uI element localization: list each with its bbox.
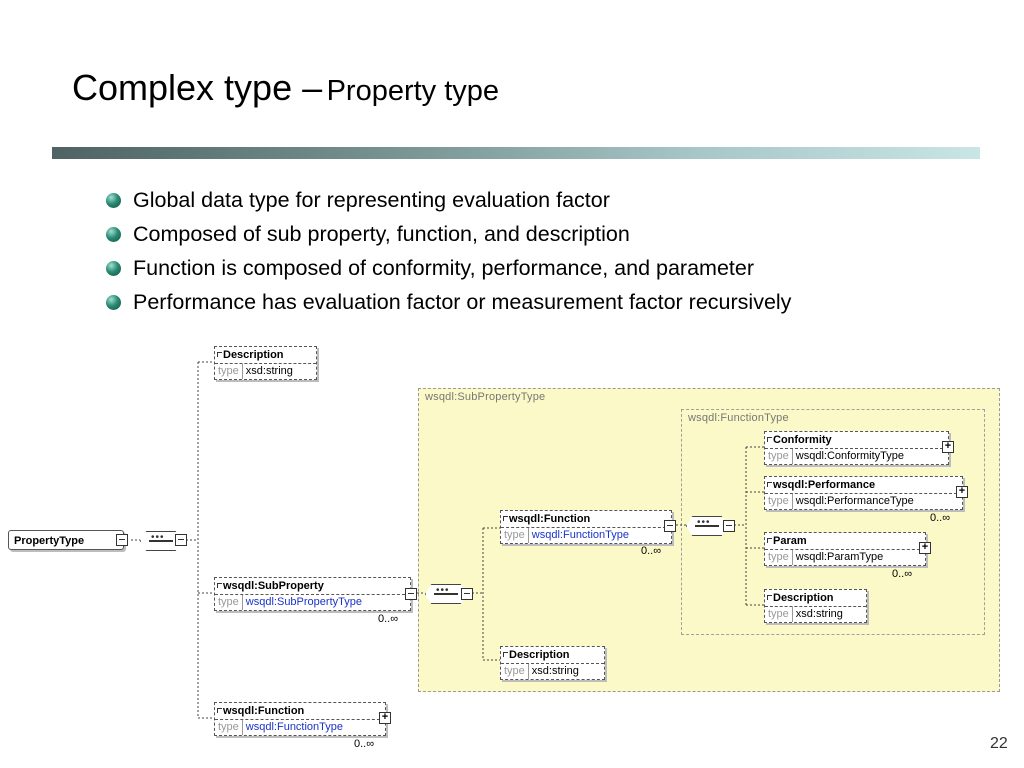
type-value: wsqdl:ParamType: [795, 551, 884, 563]
type-key: type: [501, 664, 529, 679]
region-label: wsqdl:FunctionType: [688, 412, 789, 424]
type-key: type: [215, 595, 243, 610]
page-number: 22: [990, 735, 1008, 752]
title-main: Complex type –: [72, 67, 323, 108]
element-name: Param: [765, 533, 925, 549]
bullet-list: Global data type for representing evalua…: [104, 183, 791, 319]
expand-icon[interactable]: +: [919, 542, 931, 554]
bullet-item: Performance has evaluation factor or mea…: [104, 285, 791, 319]
bullet-item: Composed of sub property, function, and …: [104, 217, 791, 251]
element-name: wsqdl:Function: [501, 511, 671, 527]
element-name: Description: [501, 647, 604, 663]
bullet-sphere-icon: [106, 261, 121, 276]
element-name: wsqdl:Function: [215, 703, 385, 719]
cardinality-label: 0..∞: [930, 512, 951, 524]
type-key: type: [765, 449, 793, 464]
cardinality-label: 0..∞: [378, 613, 399, 625]
bullet-item: Function is composed of conformity, perf…: [104, 251, 791, 285]
expand-icon[interactable]: +: [942, 441, 954, 453]
bullet-text: Function is composed of conformity, perf…: [133, 256, 755, 280]
collapse-icon[interactable]: [405, 588, 417, 600]
element-name: wsqdl:Performance: [765, 477, 962, 493]
bullet-sphere-icon: [106, 193, 121, 208]
type-key: type: [215, 364, 243, 379]
type-value: xsd:string: [245, 365, 293, 377]
type-key: type: [765, 607, 793, 622]
collapse-icon[interactable]: [461, 588, 473, 600]
type-value: xsd:string: [531, 665, 579, 677]
type-key: type: [765, 550, 793, 565]
type-value-link[interactable]: wsqdl:FunctionType: [245, 721, 344, 733]
title-sub: Property type: [326, 75, 500, 107]
sequence-compositor-icon: [686, 516, 728, 536]
collapse-icon[interactable]: [723, 520, 735, 532]
region-label: wsqdl:SubPropertyType: [425, 391, 546, 403]
expand-icon[interactable]: +: [956, 486, 968, 498]
slide-title: Complex type – Property type: [72, 70, 499, 106]
element-name: Description: [765, 590, 866, 606]
type-key: type: [215, 720, 243, 735]
expand-icon[interactable]: +: [379, 712, 391, 724]
property-type-root: PropertyType: [8, 530, 124, 550]
type-value-link[interactable]: wsqdl:SubPropertyType: [245, 596, 362, 608]
cardinality-label: 0..∞: [641, 545, 662, 557]
bullet-item: Global data type for representing evalua…: [104, 183, 791, 217]
bullet-text: Composed of sub property, function, and …: [133, 222, 630, 246]
collapse-icon[interactable]: [116, 534, 128, 546]
type-value-link[interactable]: wsqdl:FunctionType: [531, 529, 630, 541]
element-name: Conformity: [765, 432, 948, 448]
title-underline-bar: [52, 147, 980, 159]
collapse-icon[interactable]: [175, 534, 187, 546]
type-key: type: [765, 494, 793, 509]
cardinality-label: 0..∞: [354, 738, 375, 750]
bullet-sphere-icon: [106, 227, 121, 242]
type-value: xsd:string: [795, 608, 843, 620]
cardinality-label: 0..∞: [892, 568, 913, 580]
type-key: type: [501, 528, 529, 543]
bullet-text: Global data type for representing evalua…: [133, 188, 610, 212]
function-type-region: wsqdl:FunctionType: [681, 409, 985, 635]
bullet-text: Performance has evaluation factor or mea…: [133, 290, 792, 314]
collapse-icon[interactable]: [664, 520, 676, 532]
bullet-sphere-icon: [106, 295, 121, 310]
element-name: wsqdl:SubProperty: [215, 578, 410, 594]
type-value: wsqdl:PerformanceType: [795, 495, 914, 507]
element-name: Description: [215, 347, 316, 363]
type-value: wsqdl:ConformityType: [795, 450, 905, 462]
sequence-compositor-icon: [140, 531, 182, 551]
